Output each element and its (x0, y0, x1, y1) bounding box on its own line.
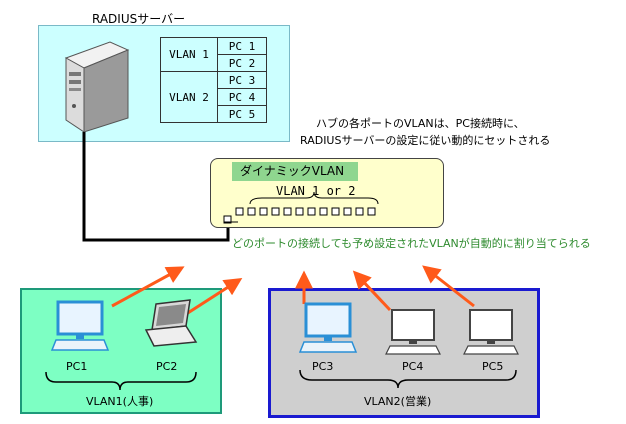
pc3-label: PC3 (312, 360, 334, 373)
vlan1-group-label: VLAN1(人事) (86, 395, 154, 408)
pc4-label: PC4 (402, 360, 424, 373)
table-row: PC 2 (161, 54, 267, 72)
pc3-computer-icon (298, 302, 358, 353)
table-row: PC 4 (161, 88, 267, 106)
hub-label: ダイナミックVLAN (232, 162, 358, 181)
table-cell-pc: PC 3 (217, 71, 267, 89)
server-tower-icon (64, 41, 130, 133)
vlan2-group-label: VLAN2(営業) (364, 395, 432, 408)
table-cell-vlan: VLAN 2 (160, 71, 218, 123)
arrow-pc5-to-hub (422, 265, 475, 308)
vlan-assignment-table: VLAN 1 PC 1 PC 2 VLAN 2 PC 3 PC 4 PC 5 (160, 37, 267, 123)
hub-sublabel: VLAN 1 or 2 (276, 184, 356, 198)
vlan1-group (20, 288, 222, 414)
arrow-pc2-to-hub (179, 277, 243, 320)
note-line-2: RADIUSサーバーの設定に従い動的にセットされる (300, 134, 551, 147)
pc2-label: PC2 (156, 360, 178, 373)
vlan1-brace (45, 371, 197, 391)
table-cell-pc: PC 2 (217, 54, 267, 72)
radius-server-title: RADIUSサーバー (92, 12, 186, 26)
pc1-label: PC1 (66, 360, 88, 373)
table-cell-pc: PC 4 (217, 88, 267, 106)
pc5-computer-icon (463, 309, 519, 355)
note-line-1: ハブの各ポートのVLANは、PC接続時に、 (316, 117, 525, 130)
table-cell-pc: PC 5 (217, 105, 267, 123)
pc4-computer-icon (385, 309, 441, 355)
arrow-pc1-to-hub (111, 266, 185, 308)
pc1-computer-icon (50, 300, 110, 351)
vlan2-brace (299, 369, 517, 389)
table-row: VLAN 2 PC 3 (160, 71, 267, 123)
pc2-laptop-icon (144, 299, 198, 347)
pc5-label: PC5 (482, 360, 504, 373)
table-row: PC 5 (161, 105, 267, 123)
arrow-pc4-to-hub (352, 270, 392, 312)
auto-assign-note: どのポートの接続しても予め設定されたVLANが自動的に割り当てられる (232, 237, 591, 250)
